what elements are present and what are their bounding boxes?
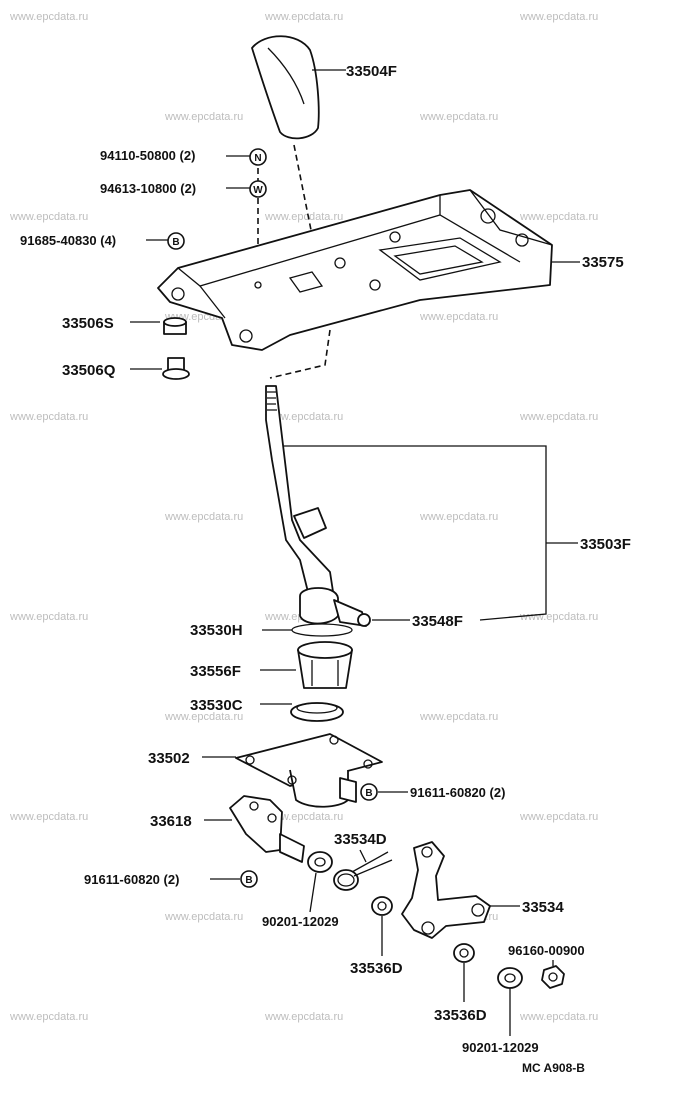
watermark: www.epcdata.ru — [264, 811, 343, 823]
b-symbol-icon — [167, 232, 185, 250]
watermarks: www.epcdata.ru www.epcdata.ru www.epcdat… — [9, 11, 598, 1023]
label-33556F: 33556F — [190, 663, 241, 680]
label-94613-10800: 94613-10800 (2) — [100, 181, 196, 196]
b-symbol-text: B — [365, 788, 372, 799]
label-33534: 33534 — [522, 899, 564, 916]
w-symbol-text: W — [253, 185, 263, 196]
dash-line — [293, 144, 323, 286]
watermark: www.epcdata.ru — [9, 811, 88, 823]
watermark: www.epcdata.ru — [519, 211, 598, 223]
w-symbol-icon — [249, 180, 267, 198]
bushing — [163, 317, 187, 335]
label-90201-12029-a: 90201-12029 — [262, 914, 339, 929]
watermark: www.epcdata.ru — [164, 511, 243, 523]
o-ring — [291, 623, 353, 637]
label-33530C: 33530C — [190, 697, 243, 714]
watermark: www.epcdata.ru — [264, 211, 343, 223]
n-symbol-text: N — [254, 153, 261, 164]
b-symbol-icon — [360, 783, 378, 801]
watermark: www.epcdata.ru — [419, 511, 498, 523]
shift-lever — [265, 385, 371, 627]
watermark: www.epcdata.ru — [9, 411, 88, 423]
label-33506S: 33506S — [62, 315, 114, 332]
watermark: www.epcdata.ru — [264, 411, 343, 423]
watermark: www.epcdata.ru — [264, 1011, 343, 1023]
shift-seat — [297, 641, 353, 689]
watermark: www.epcdata.ru — [9, 211, 88, 223]
lever-bracket — [229, 795, 305, 863]
label-33506Q: 33506Q — [62, 362, 116, 379]
lock-nut — [541, 965, 565, 989]
label-33503F: 33503F — [580, 536, 631, 553]
collar — [162, 357, 190, 380]
label-96160-00900: 96160-00900 — [508, 943, 585, 958]
label-33534D: 33534D — [334, 831, 387, 848]
watermark: www.epcdata.ru — [419, 711, 498, 723]
b-symbol-text: B — [245, 875, 252, 886]
watermark: www.epcdata.ru — [9, 11, 88, 23]
label-33536D-b: 33536D — [434, 1007, 487, 1024]
shift-housing — [157, 189, 553, 351]
watermark: www.epcdata.ru — [419, 111, 498, 123]
label-33618: 33618 — [150, 813, 192, 830]
watermark: www.epcdata.ru — [9, 611, 88, 623]
retainer-ring — [290, 702, 344, 722]
watermark: www.epcdata.ru — [164, 711, 243, 723]
watermark: www.epcdata.ru — [519, 811, 598, 823]
shift-arm — [401, 841, 491, 939]
label-33504F: 33504F — [346, 63, 397, 80]
label-94110-50800: 94110-50800 (2) — [100, 148, 195, 163]
n-symbol-icon — [249, 148, 267, 166]
label-91611-60820-a: 91611-60820 (2) — [410, 785, 505, 800]
lever-bushing — [371, 896, 393, 916]
b-symbol-icon — [240, 870, 258, 888]
leader-line — [309, 872, 317, 913]
b-symbol-text: B — [172, 237, 179, 248]
label-90201-12029-b: 90201-12029 — [462, 1040, 539, 1055]
label-33502: 33502 — [148, 750, 190, 767]
leader-line — [359, 849, 367, 863]
watermark: www.epcdata.ru — [164, 111, 243, 123]
label-33536D-a: 33536D — [350, 960, 403, 977]
label-33548F: 33548F — [412, 613, 463, 630]
washer — [307, 851, 333, 873]
label-33575: 33575 — [582, 254, 624, 271]
watermark: www.epcdata.ru — [164, 911, 243, 923]
diagram-code: MC A908-B — [522, 1061, 585, 1075]
shift-knob — [251, 35, 320, 140]
retainer-plate — [235, 733, 383, 808]
watermark: www.epcdata.ru — [519, 411, 598, 423]
label-91611-60820-b: 91611-60820 (2) — [84, 872, 179, 887]
watermark: www.epcdata.ru — [419, 311, 498, 323]
bracket-line — [284, 445, 547, 621]
label-33530H: 33530H — [190, 622, 243, 639]
label-91685-40830: 91685-40830 (4) — [20, 233, 116, 248]
watermark: www.epcdata.ru — [519, 11, 598, 23]
watermark: www.epcdata.ru — [264, 11, 343, 23]
dash-line — [269, 329, 331, 379]
lever-bushing — [453, 943, 475, 963]
torsion-spring — [333, 851, 393, 891]
watermark: www.epcdata.ru — [519, 1011, 598, 1023]
watermark: www.epcdata.ru — [9, 1011, 88, 1023]
washer — [497, 967, 523, 989]
watermark: www.epcdata.ru — [519, 611, 598, 623]
